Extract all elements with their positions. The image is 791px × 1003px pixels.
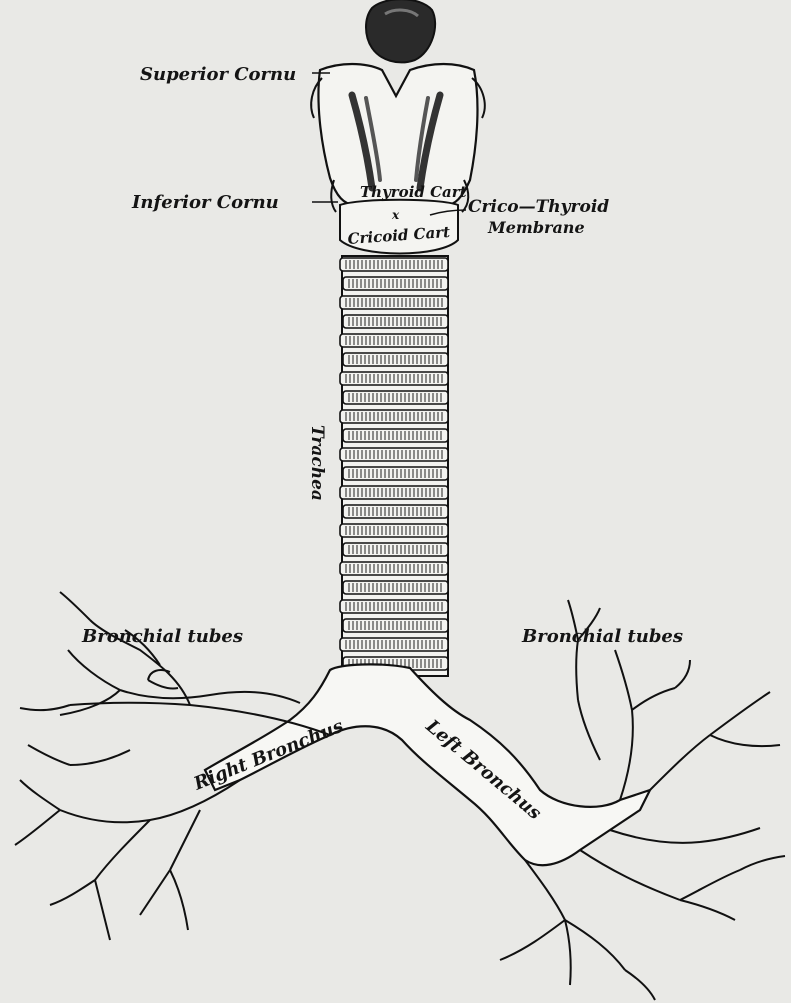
tracheal-ring [343,543,448,556]
label-bronchial-tubes-left: Bronchial tubes [81,626,243,647]
tracheal-ring [343,505,448,518]
tracheal-ring [343,315,448,328]
tracheal-ring [343,429,448,442]
label-thyroid-cart: Thyroid Cart [360,183,467,201]
label-membrane: Membrane [487,218,585,237]
tracheal-ring [343,277,448,290]
tracheal-ring [343,619,448,632]
tracheal-ring [343,391,448,404]
tracheal-ring [343,581,448,594]
label-marker-x: x [391,208,400,222]
label-inferior-cornu: Inferior Cornu [131,192,279,213]
label-right-bronchus: Right Bronchus [190,716,346,795]
label-superior-cornu: Superior Cornu [140,64,296,85]
tracheal-ring [343,353,448,366]
trachea-tube [340,256,448,676]
epiglottis [366,0,435,62]
label-bronchial-tubes-right: Bronchial tubes [521,626,683,647]
label-trachea: Trachea [307,425,327,501]
label-crico-thyroid: Crico—Thyroid [468,197,609,217]
tracheal-ring [343,467,448,480]
